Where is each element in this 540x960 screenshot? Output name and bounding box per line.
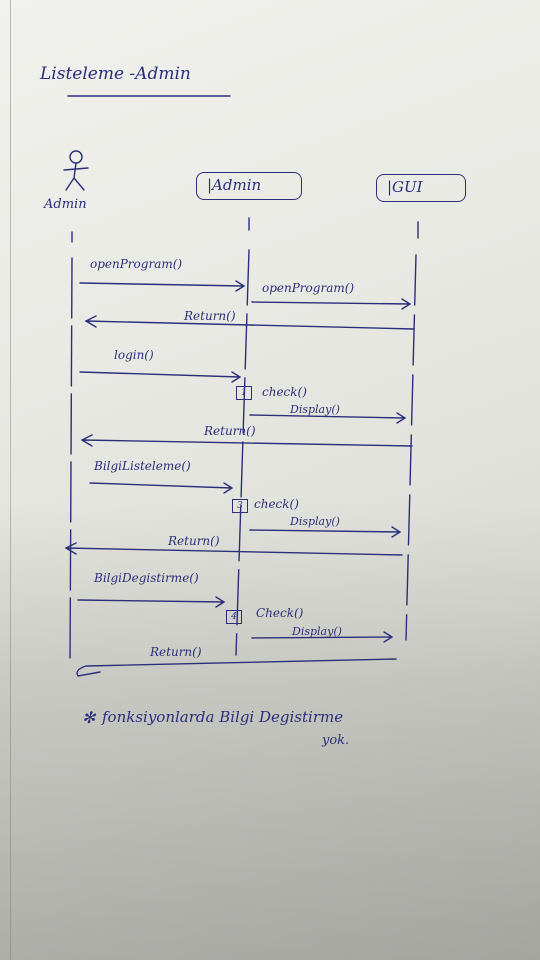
message-label: login() xyxy=(114,348,154,362)
gui-object-box: |GUI xyxy=(376,174,466,202)
actor-admin-label: Admin xyxy=(44,197,87,212)
return-label: Return() xyxy=(168,534,220,548)
note-line-1: fonksiyonlarda Bilgi Degistirme xyxy=(102,708,344,726)
message-label: Display() xyxy=(292,625,342,638)
message-label: check() xyxy=(254,497,299,511)
message-label: BilgiDegistirme() xyxy=(94,571,199,585)
return-label: Return() xyxy=(150,645,202,659)
message-label: BilgiListeleme() xyxy=(94,459,191,473)
message-label: Display() xyxy=(290,515,340,528)
message-label: openProgram() xyxy=(90,257,183,271)
photo-shadow xyxy=(0,500,540,960)
note-bullet-icon: ✻ xyxy=(82,708,96,727)
return-label: Return() xyxy=(184,309,236,323)
admin-object-box: |Admin xyxy=(196,172,302,200)
actor-icon xyxy=(63,150,89,191)
activation-box: 4 xyxy=(226,610,242,624)
admin-object-label: |Admin xyxy=(207,176,262,194)
diagram-title: Listeleme -Admin xyxy=(40,64,191,84)
note-line-2: yok. xyxy=(322,733,350,748)
message-label: check() xyxy=(262,385,307,399)
paper-margin-line xyxy=(10,0,11,960)
activation-box: 3 xyxy=(232,499,248,513)
activation-box: 1 xyxy=(236,386,252,400)
gui-object-label: |GUI xyxy=(387,178,423,196)
return-label: Return() xyxy=(204,424,256,438)
message-label: Check() xyxy=(256,606,304,620)
message-label: openProgram() xyxy=(262,281,355,295)
message-label: Display() xyxy=(290,403,340,416)
